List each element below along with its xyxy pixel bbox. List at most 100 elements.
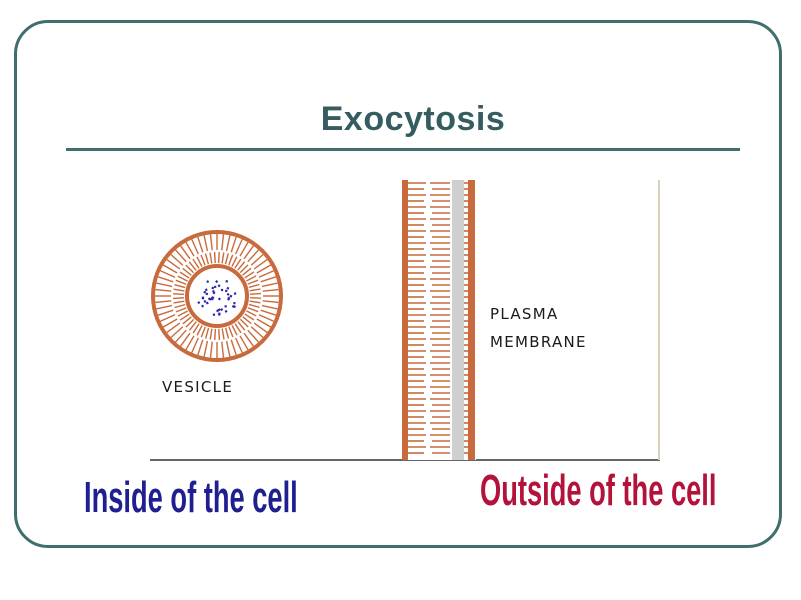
vesicle-particle	[203, 290, 207, 294]
vesicle-particle	[205, 292, 209, 296]
vesicle-lipid-tail	[157, 309, 174, 316]
vesicle-particle	[226, 286, 230, 290]
vesicle-particle	[217, 284, 221, 288]
vesicle-lipid-tail	[173, 300, 185, 304]
membrane-outer-head-layer	[468, 180, 475, 460]
vesicle-lipid-tail	[237, 321, 246, 331]
vesicle-lipid-tail	[196, 325, 203, 336]
membrane-lipid-tails	[408, 182, 468, 454]
vesicle-particle	[203, 300, 207, 303]
plasma-membrane-label-line2: MEMBRANE	[490, 333, 587, 351]
vesicle-lipid-tail	[203, 340, 209, 357]
vesicle-lipid-tail	[156, 304, 173, 310]
vesicle-particle	[211, 286, 215, 290]
vesicle-lipid-tail	[231, 256, 238, 267]
vesicle-particle	[225, 279, 229, 283]
membrane-body	[402, 180, 476, 460]
title-underline	[66, 148, 740, 151]
vesicle-lipid-tail	[261, 304, 278, 310]
plasma-membrane	[402, 180, 476, 460]
vesicle-lipid-tail	[249, 292, 261, 295]
vesicle-particle	[229, 294, 233, 298]
vesicle-lipid-tail	[192, 258, 200, 269]
vesicle-particle	[212, 313, 216, 317]
vesicle-particle	[197, 301, 201, 305]
vesicle-lipid-tail	[248, 303, 260, 308]
vesicle-lipid-tail	[235, 337, 243, 353]
vesicle-lipid-tail	[244, 271, 255, 279]
vesicle-lipid-tail	[246, 310, 257, 317]
vesicle-lipid-tail	[160, 314, 176, 322]
vesicle-lipid-tail	[179, 245, 191, 260]
membrane-grey-band	[452, 180, 464, 460]
vesicle-lipid-tail	[244, 313, 255, 321]
vesicle-lipid-tail	[179, 271, 190, 279]
vesicle-lipid-tail	[185, 335, 195, 351]
vesicle-lipid-tail	[239, 241, 249, 257]
plasma-membrane-label-line1: PLASMA	[490, 305, 559, 323]
vesicle-lipid-tail	[192, 323, 200, 334]
vesicle-lipid-tail	[221, 252, 225, 264]
vesicle-particle	[224, 309, 228, 313]
vesicle-lipid-tail	[185, 264, 195, 274]
vesicle-lipid-tail	[256, 264, 272, 274]
vesicle-lipid-tail	[221, 341, 225, 358]
vesicle-lipid-tail	[191, 239, 199, 255]
vesicle-lipid-tail	[173, 297, 185, 300]
vesicle-lipid-tail	[230, 339, 237, 356]
vesicle-lipid-tail	[262, 300, 279, 304]
vesicle-lipid-tail	[173, 293, 185, 296]
vesicle-lipid-tail	[262, 288, 279, 292]
vesicle-lipid-tail	[185, 241, 195, 257]
vesicle-lipid-tail	[247, 279, 259, 285]
vesicle-lipid-tail	[213, 252, 216, 264]
vesicle-lipid-tail	[247, 329, 260, 343]
vesicle-lipid-tail	[200, 254, 206, 266]
vesicle-lipid-tail	[209, 341, 213, 358]
vesicle-lipid-tail	[239, 335, 249, 351]
vesicle-lipid-tail	[253, 258, 268, 270]
vesicle-lipid-tail	[175, 307, 187, 313]
vesicle-lipid-tail	[228, 254, 234, 266]
vesicle-lipid-tail	[170, 326, 184, 339]
vesicle-lipid-tail	[177, 310, 188, 317]
vesicle-lipid-tail	[221, 328, 225, 340]
vesicle-contents	[197, 279, 237, 317]
membrane-inner-head-layer	[402, 180, 408, 460]
vesicle-particle	[206, 280, 210, 284]
vesicle-lipid-tail	[247, 307, 259, 313]
vesicle-lipid-tail	[173, 288, 185, 292]
vesicle-lipid-tail	[228, 326, 234, 338]
vesicle-lipid-tail	[234, 323, 242, 334]
vesicle-lipid-tail	[225, 340, 231, 357]
vesicle-particle	[220, 308, 224, 312]
vesicle-lipid-tail	[249, 288, 261, 292]
vesicle-particle	[225, 289, 228, 293]
vesicle-lipid-tail	[218, 328, 221, 340]
vesicle-lipid-tail	[221, 234, 225, 251]
vesicle-lipid-tail	[249, 296, 261, 299]
vesicle-particle	[201, 304, 205, 308]
vesicle-lipid-tail	[175, 279, 187, 285]
vesicle-lipid-tail	[243, 332, 255, 347]
vesicle-particle	[204, 288, 208, 292]
vesicle-lipid-tail	[242, 267, 252, 276]
vesicle-lipid-tail	[155, 300, 172, 304]
vesicle-particle	[205, 301, 209, 305]
vesicle-lipid-tail	[174, 303, 186, 309]
vesicle-lipid-tail	[174, 284, 186, 289]
vesicle-lipid-tail	[209, 328, 213, 340]
vesicle-lipid-tail	[239, 264, 249, 274]
vesicle-lipid-tail	[256, 318, 272, 328]
vesicle-lipid-tail	[260, 276, 277, 283]
vesicle-particle	[215, 279, 219, 284]
vesicle-lipid-tail	[235, 239, 243, 255]
vesicle-lipid-tail	[170, 253, 184, 266]
vesicle	[151, 230, 283, 362]
vesicle-lipid-tail	[197, 236, 204, 253]
vesicle-particle	[210, 296, 214, 300]
vesicle-lipid-tail	[174, 249, 187, 263]
vesicle-particle	[233, 292, 237, 295]
vesicle-lipid-tail	[231, 325, 238, 336]
vesicle-inner-layer	[185, 264, 249, 328]
